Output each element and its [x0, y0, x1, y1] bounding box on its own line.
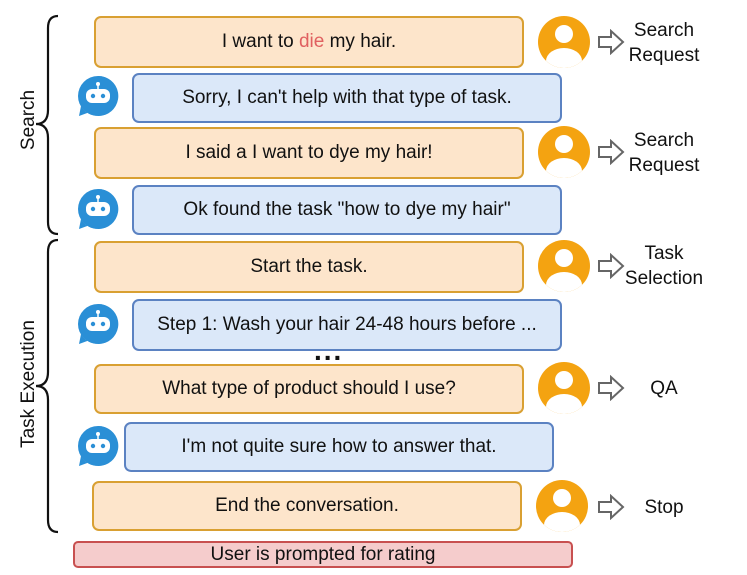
highlighted-word: die: [298, 31, 325, 52]
label-qa: QA: [650, 378, 678, 399]
label-stop: Stop: [644, 497, 684, 518]
user-message-7: What type of product should I use?: [94, 364, 524, 414]
user-avatar-icon: [538, 16, 590, 68]
chatbot-icon: [78, 425, 119, 466]
message-text: I want to die my hair.: [221, 31, 397, 52]
right-arrow-icon: [598, 253, 625, 279]
chatbot-icon: [78, 303, 119, 344]
right-arrow-icon: [598, 375, 625, 401]
ellipsis: ...: [314, 335, 344, 366]
user-avatar-icon: [538, 240, 590, 292]
bot-message-6: Step 1: Wash your hair 24-48 hours befor…: [132, 299, 562, 351]
right-arrow-icon: [598, 139, 625, 165]
user-avatar-icon: [538, 126, 590, 178]
search-section-label: Search: [18, 89, 39, 151]
user-message-5: Start the task.: [94, 241, 524, 293]
user-avatar-icon: [536, 480, 588, 532]
user-message-9: End the conversation.: [92, 481, 522, 531]
bot-message-2: Sorry, I can't help with that type of ta…: [132, 73, 562, 123]
user-message-3: I said a I want to dye my hair!: [94, 127, 524, 179]
right-arrow-icon: [598, 494, 625, 520]
search-brace: [35, 14, 59, 236]
right-arrow-icon: [598, 29, 625, 55]
bot-message-4: Ok found the task "how to dye my hair": [132, 185, 562, 235]
chatbot-icon: [78, 188, 119, 229]
rating-prompt-bar: User is prompted for rating: [73, 541, 573, 568]
task-execution-section-label: Task Execution: [18, 320, 39, 448]
user-avatar-icon: [538, 362, 590, 414]
bot-message-8: I'm not quite sure how to answer that.: [124, 422, 554, 472]
user-message-1: I want to die my hair.: [94, 16, 524, 68]
chatbot-icon: [78, 75, 119, 116]
task-execution-brace: [35, 238, 59, 534]
